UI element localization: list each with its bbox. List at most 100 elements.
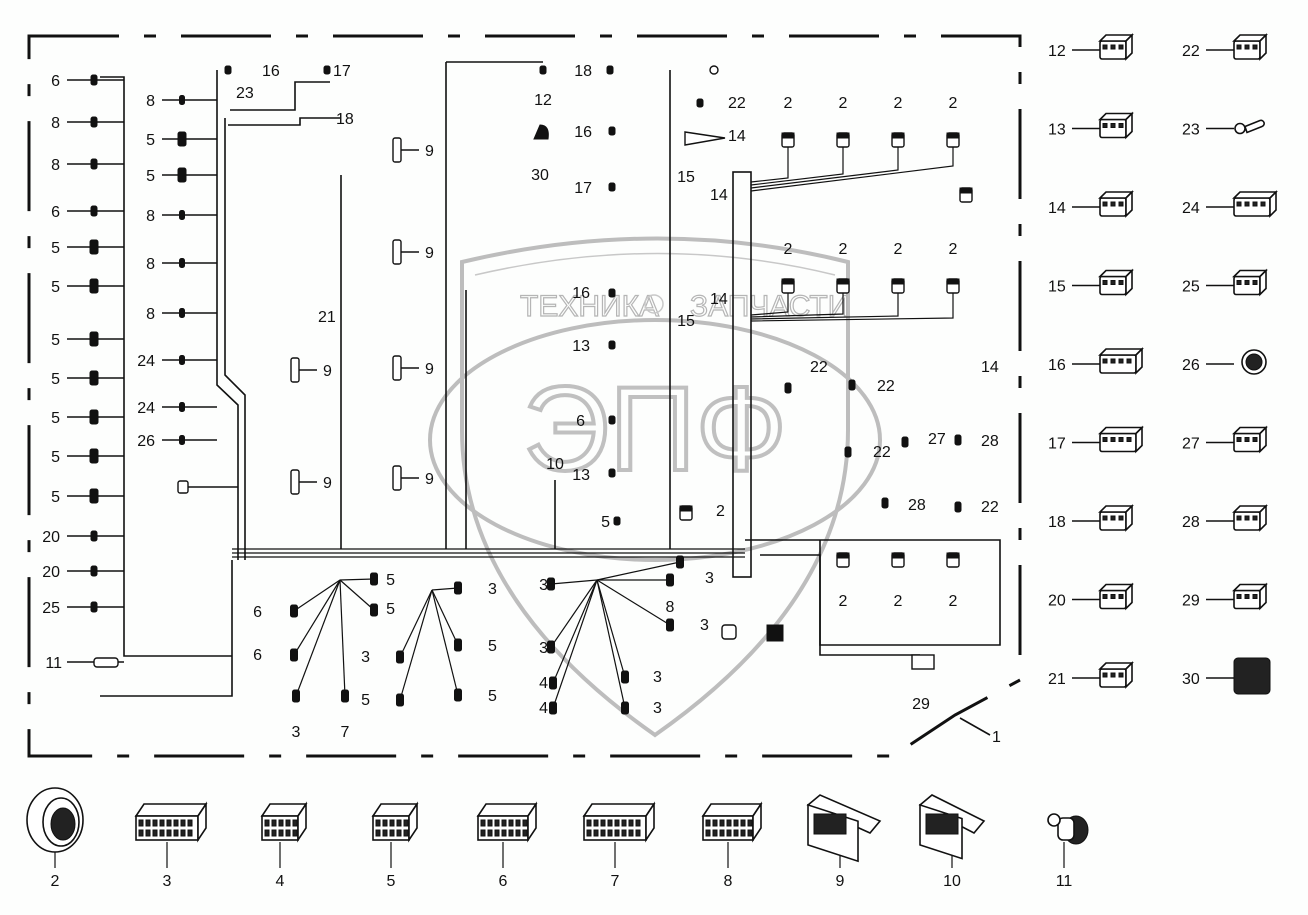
top-callout: 30 <box>531 167 549 184</box>
connector-icon <box>901 436 909 448</box>
left-callout: 8 <box>51 157 60 174</box>
connector-band <box>836 132 850 139</box>
left-callout: 6 <box>51 73 60 90</box>
watermark-shield <box>460 236 850 738</box>
gear-icon <box>644 294 664 314</box>
left-callout: 5 <box>51 489 60 506</box>
ecu-connector-icon <box>806 794 882 863</box>
callout-9: 9 <box>425 471 434 488</box>
top-callout: 22 <box>728 95 746 112</box>
ecu-connector-icon <box>392 465 402 491</box>
connector-icon <box>784 382 792 394</box>
connector-24pin-icon <box>134 801 208 843</box>
right-callout: 2 <box>784 95 793 112</box>
module-connector-icon <box>1233 657 1271 695</box>
top-callout: 12 <box>534 92 552 109</box>
connector-icon <box>848 379 856 391</box>
legend-number: 30 <box>1182 671 1200 688</box>
right-callout: 2 <box>894 241 903 258</box>
connector-icon <box>89 239 99 255</box>
left-callout: 20 <box>42 529 60 546</box>
connector-icon <box>696 98 704 108</box>
connector-icon <box>90 205 98 217</box>
connector-icon <box>179 402 185 412</box>
dust-cap-connector-icon <box>1047 813 1089 845</box>
connector-icon <box>721 624 737 640</box>
connector-icon <box>179 258 185 268</box>
second-column-callout: 26 <box>137 433 155 450</box>
sensor-connector-icon <box>1232 504 1268 532</box>
connector-30-icon <box>533 124 549 140</box>
lower-callout: 3 <box>292 724 301 741</box>
lower-callout: 3 <box>539 640 548 657</box>
legend-number: 25 <box>1182 279 1200 296</box>
connector-icon <box>89 409 99 425</box>
right-callout: 2 <box>949 241 958 258</box>
connector-icon <box>179 210 185 220</box>
legend-number: 8 <box>724 873 733 890</box>
right-callout: 2 <box>949 593 958 610</box>
top-callout: 17 <box>574 180 592 197</box>
connector-icon <box>179 435 185 445</box>
top-callout: 10 <box>546 456 564 473</box>
right-callout: 28 <box>981 433 999 450</box>
left-callout: 5 <box>51 332 60 349</box>
right-callout: 2 <box>839 95 848 112</box>
connector-16pin-icon <box>701 801 763 843</box>
right-callout: 22 <box>873 444 891 461</box>
connector-icon <box>89 331 99 347</box>
lower-callout: 3 <box>653 669 662 686</box>
legend-number: 21 <box>1048 671 1066 688</box>
connector-band <box>679 505 693 512</box>
connector-icon <box>323 65 331 75</box>
connector-icon <box>881 497 889 509</box>
connector-icon <box>179 308 185 318</box>
lower-callout: 7 <box>341 724 350 741</box>
right-callout: 29 <box>912 696 930 713</box>
callout-9: 9 <box>425 143 434 160</box>
top-callout: 14 <box>710 291 728 308</box>
right-callout: 22 <box>981 499 999 516</box>
connector-icon <box>608 468 616 478</box>
second-column-callout: 8 <box>146 306 155 323</box>
left-callout: 6 <box>51 204 60 221</box>
connector-band <box>891 552 905 559</box>
second-column-callout: 24 <box>137 353 155 370</box>
connector-band <box>836 552 850 559</box>
right-callout: 2 <box>949 95 958 112</box>
connector-16pin-icon <box>1232 190 1278 218</box>
connector-icon <box>539 65 547 75</box>
callout-9: 9 <box>323 475 332 492</box>
second-column-callout: 8 <box>146 93 155 110</box>
lower-callout: 5 <box>386 601 395 618</box>
right-callout: 2 <box>894 95 903 112</box>
connector-icon <box>90 158 98 170</box>
connector-icon <box>954 434 962 446</box>
connector-icon <box>90 74 98 86</box>
right-callout: 2 <box>839 593 848 610</box>
ecu-connector-icon <box>392 239 402 265</box>
left-callout: 5 <box>51 279 60 296</box>
connector-11-icon <box>93 657 119 668</box>
weatherpack-connector-icon <box>1098 661 1134 689</box>
left-callout: 5 <box>51 449 60 466</box>
ring-terminal-icon <box>1234 119 1265 135</box>
legend-number: 6 <box>499 873 508 890</box>
lower-callout: 3 <box>653 700 662 717</box>
relay-socket-icon <box>911 654 935 670</box>
legend-number: 20 <box>1048 593 1066 610</box>
top-callout: 18 <box>574 63 592 80</box>
left-callout: 8 <box>51 115 60 132</box>
lower-callout: 3 <box>700 617 709 634</box>
lower-callout: 3 <box>539 577 548 594</box>
top-callout: 21 <box>318 309 336 326</box>
legend-number: 5 <box>387 873 396 890</box>
lower-callout: 3 <box>361 649 370 666</box>
connector-band <box>891 132 905 139</box>
top-callout: 17 <box>333 63 351 80</box>
callout-9: 9 <box>323 363 332 380</box>
connector-icon <box>90 565 98 577</box>
